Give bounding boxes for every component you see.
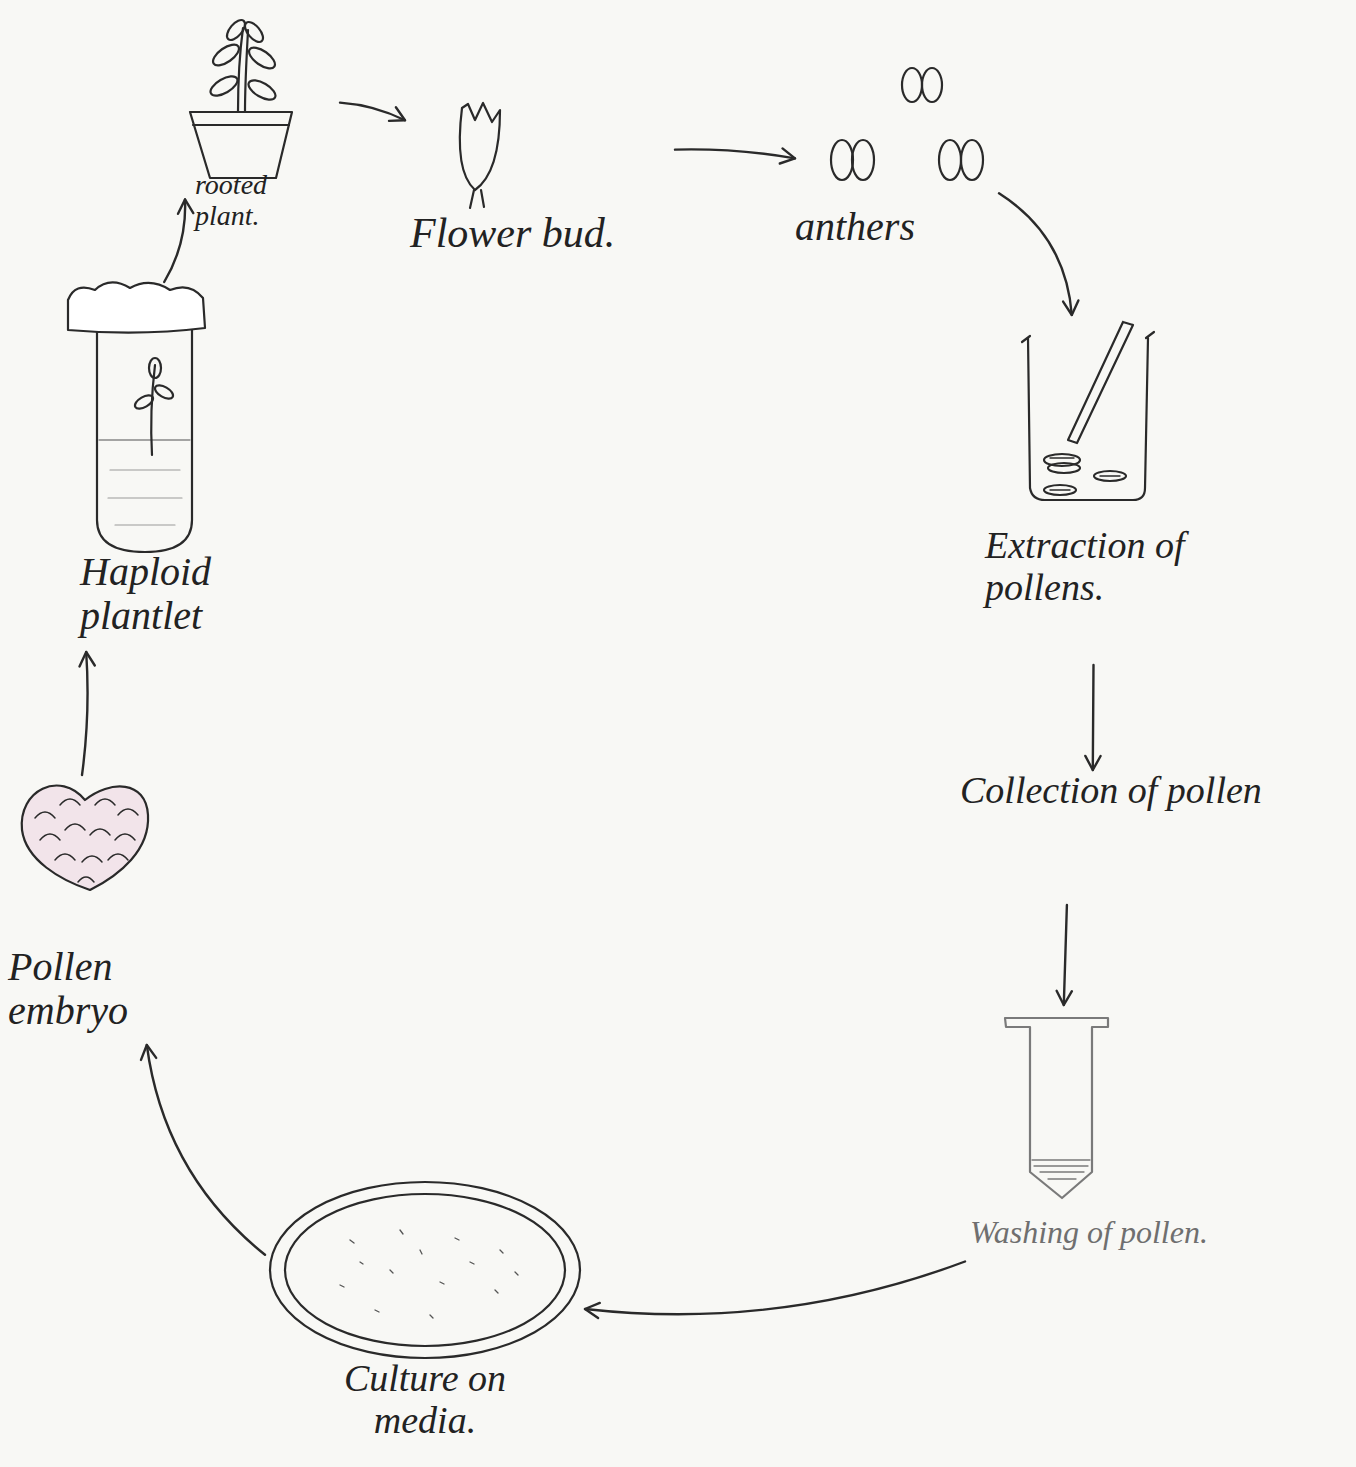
petri-dish <box>270 1182 580 1358</box>
arrow-line <box>82 652 88 775</box>
arrow-line <box>585 1262 965 1315</box>
arrow-line <box>147 1045 265 1255</box>
step-label: Washing of pollen. <box>970 1215 1340 1250</box>
step-node: rooted plant. <box>185 30 340 272</box>
step-label: anthers <box>795 205 995 249</box>
anthers-drawing <box>831 68 983 180</box>
arrow-head <box>780 148 795 163</box>
step-arrow <box>675 148 795 163</box>
beaker <box>1022 322 1154 500</box>
pollen-embryo-drawing <box>22 786 148 890</box>
step-label: Extraction of pollens. <box>985 525 1290 609</box>
arrow-head <box>389 107 405 121</box>
arrow-head <box>178 199 193 213</box>
step-label: Pollen embryo <box>8 945 188 1033</box>
step-arrow <box>164 199 193 282</box>
step-node: Pollen embryo <box>8 775 193 1045</box>
step-node: Haploid plantlet <box>55 282 315 652</box>
step-node: anthers <box>795 60 999 265</box>
potted-plant <box>190 17 292 178</box>
step-arrow <box>1085 665 1100 770</box>
step-node: Flower bud. <box>405 95 675 290</box>
step-arrow <box>999 193 1078 315</box>
step-label: rooted plant. <box>195 170 335 232</box>
step-label: Flower bud. <box>410 210 670 256</box>
step-label: Haploid plantlet <box>80 550 310 638</box>
arrow-head <box>1057 991 1072 1005</box>
step-arrow <box>340 103 405 121</box>
step-arrow <box>585 1262 965 1319</box>
arrow-line <box>675 149 795 158</box>
step-node: Washing of pollen. <box>965 1005 1345 1290</box>
arrow-head <box>585 1303 600 1318</box>
arrow-head <box>1063 300 1078 315</box>
arrow-head <box>80 652 95 667</box>
step-node: Extraction of pollens. <box>985 315 1295 665</box>
arrow-head <box>1085 756 1100 770</box>
arrow-line <box>1064 905 1067 1005</box>
step-label: Culture on media. <box>290 1358 560 1442</box>
flower-bud <box>460 103 500 208</box>
step-arrow <box>1057 905 1072 1005</box>
arrow-line <box>999 193 1072 315</box>
arrow-line <box>164 199 185 282</box>
culture-tube <box>68 282 205 552</box>
step-node: Collection of pollen <box>960 770 1284 905</box>
step-arrow <box>141 1045 265 1255</box>
step-label: Collection of pollen <box>960 770 1280 812</box>
arrow-line <box>1092 665 1095 770</box>
step-arrow <box>80 652 95 775</box>
arrow-head <box>141 1045 156 1060</box>
step-node: Culture on media. <box>265 1175 585 1460</box>
centrifuge-tube <box>1005 1018 1108 1198</box>
arrow-line <box>340 103 405 121</box>
